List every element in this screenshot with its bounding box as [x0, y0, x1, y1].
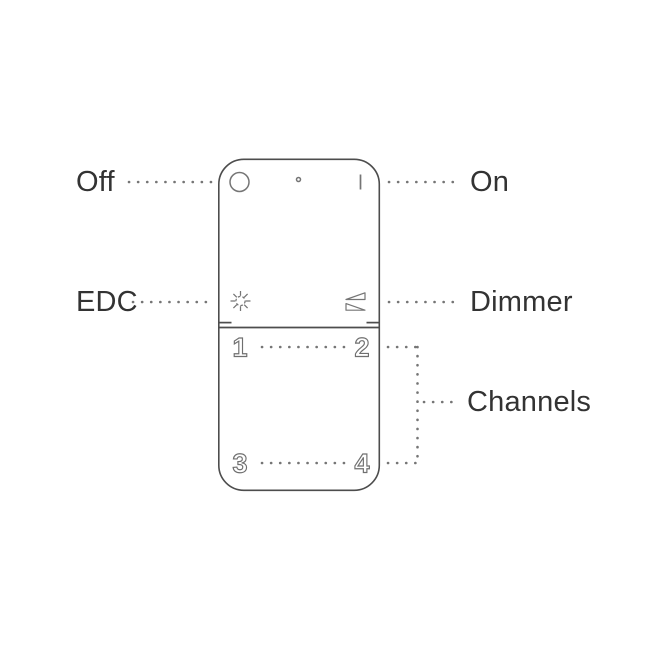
channel-2-button-label: 2 [354, 333, 369, 363]
channel-1-button-label: 1 [232, 333, 247, 363]
remote-body-outline [218, 158, 381, 492]
channel-4-button-label: 4 [354, 449, 369, 479]
off-circle-icon [229, 171, 250, 193]
channels-label: Channels [467, 386, 592, 418]
channel-3-button-label: 3 [232, 449, 247, 479]
edc-label: EDC [76, 286, 138, 318]
led-dot-icon [295, 176, 302, 183]
dimmer-label: Dimmer [470, 286, 573, 318]
on-label: On [470, 166, 510, 198]
off-label: Off [76, 166, 115, 198]
dimmer-wedges-icon [345, 292, 366, 311]
snowflake-icon [230, 291, 251, 311]
